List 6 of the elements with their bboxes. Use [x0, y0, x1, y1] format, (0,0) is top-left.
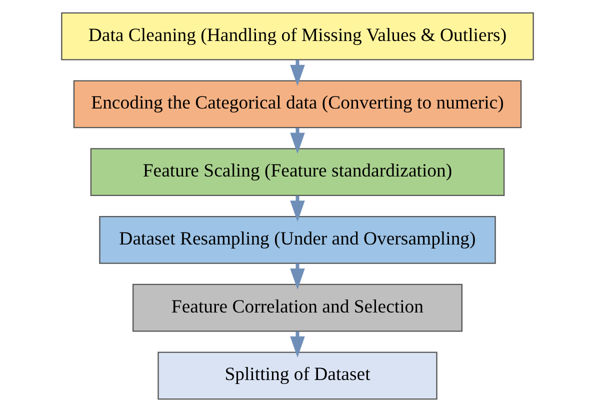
node-box: Splitting of Dataset	[158, 352, 438, 400]
node-box: Dataset Resampling (Under and Oversampling)	[99, 216, 496, 264]
node-box: Encoding the Categorical data (Converting to numeric)	[73, 80, 522, 128]
node-box: Feature Correlation and Selection	[132, 284, 463, 332]
node-box: Data Cleaning (Handling of Missing Values & Outliers)	[61, 12, 534, 60]
node-box: Feature Scaling (Feature standardization)	[90, 148, 505, 196]
